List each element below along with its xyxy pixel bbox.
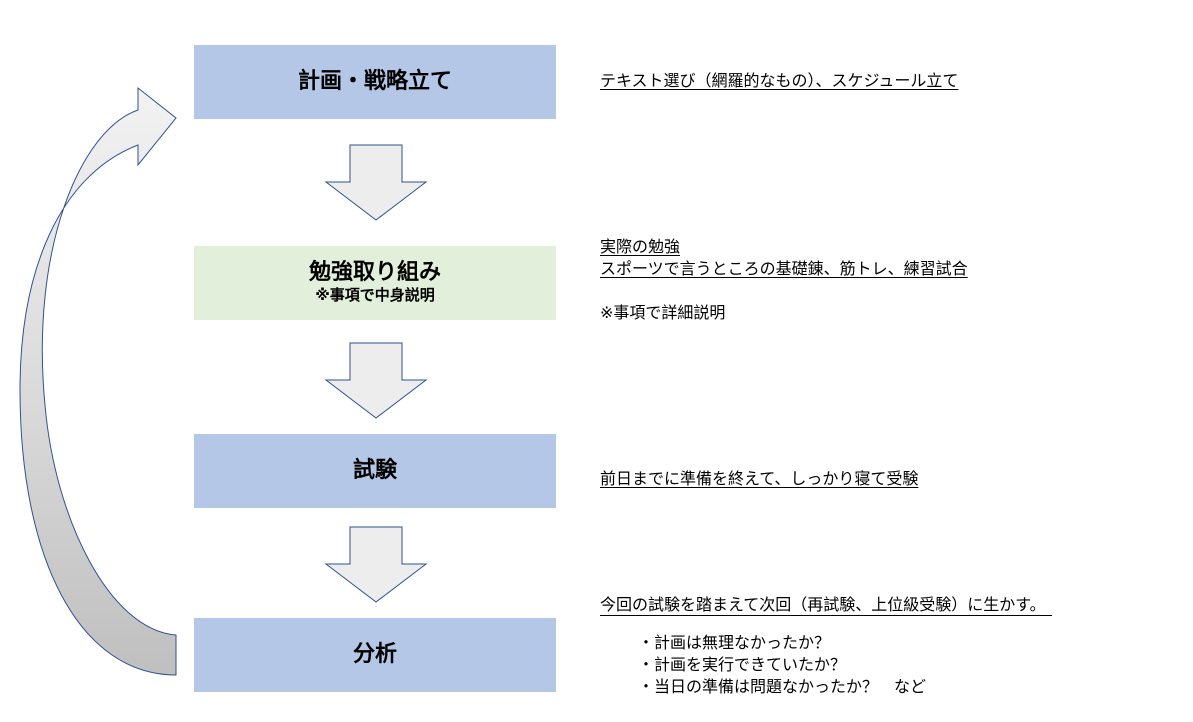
step-study-subtitle: ※事項で中身説明 [315,286,435,305]
down-arrow-1 [324,144,428,221]
step-analysis-title: 分析 [352,641,397,667]
note-exam-text: 前日までに準備を終えて、しっかり寝て受験 [600,469,919,488]
step-plan: 計画・戦略立て [194,45,556,119]
note-analysis-head: 今回の試験を踏まえて次回（再試験、上位級受験）に生かす。 [600,595,1052,616]
note-study: 実際の勉強 スポーツで言うところの基礎錬、筋トレ、練習試合 ※事項で詳細説明 [600,236,968,324]
note-plan: テキスト選び（網羅的なもの）、スケジュール立て [600,70,958,92]
step-study-title: 勉強取り組み [308,260,441,286]
step-exam: 試験 [194,434,556,508]
note-analysis-list: ・計画は無理なかったか？ ・計画を実行できていたか？ ・当日の準備は問題なかった… [600,632,1052,698]
note-plan-text: テキスト選び（網羅的なもの）、スケジュール立て [600,71,959,90]
note-analysis: 今回の試験を踏まえて次回（再試験、上位級受験）に生かす。 ・計画は無理なかったか… [600,594,1052,698]
step-analysis: 分析 [194,618,556,692]
note-study-line2: スポーツで言うところの基礎錬、筋トレ、練習試合 [600,259,968,278]
loop-arrow-shape [19,86,177,676]
note-analysis-item: ・当日の準備は問題なかったか？ など [638,677,927,696]
down-arrow-3 [324,526,428,603]
note-analysis-item: ・計画を実行できていたか？ [638,655,847,674]
step-plan-title: 計画・戦略立て [297,68,452,94]
note-study-line3: ※事項で詳細説明 [600,303,726,322]
note-analysis-item: ・計画は無理なかったか？ [638,633,831,652]
step-study: 勉強取り組み ※事項で中身説明 [194,246,556,320]
down-arrow-2 [324,342,428,419]
note-study-line1: 実際の勉強 [600,237,681,256]
step-exam-title: 試験 [352,457,397,483]
note-exam: 前日までに準備を終えて、しっかり寝て受験 [600,468,918,490]
